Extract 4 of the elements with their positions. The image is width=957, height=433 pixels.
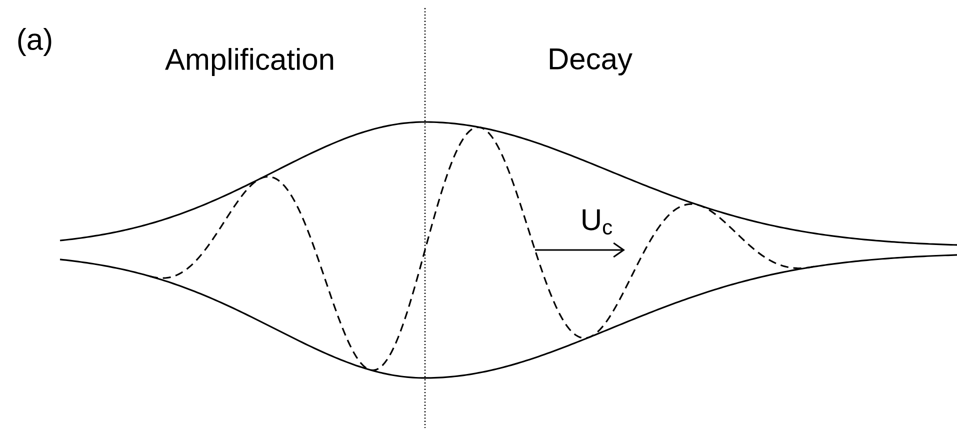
velocity-label: U$_{c}$: [582, 209, 612, 235]
region-label: Amplification: [165, 48, 334, 76]
region-label: Decay: [550, 48, 632, 76]
panel-label: (a): [18, 28, 52, 56]
